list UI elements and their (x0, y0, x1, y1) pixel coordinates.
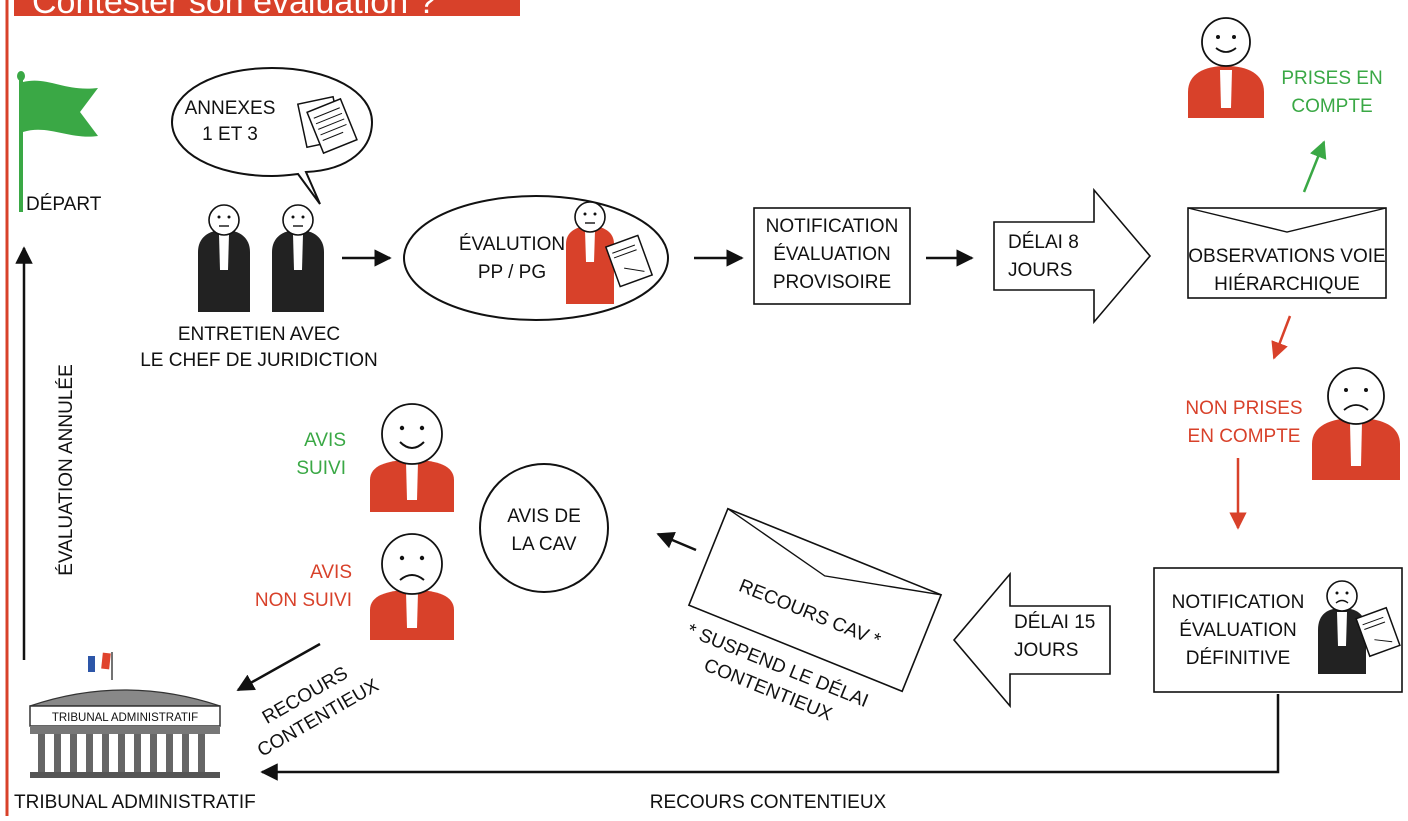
judge-icon (1188, 17, 1264, 118)
avis-non-suivi-line1: AVIS (310, 562, 352, 583)
non-prises-line2: EN COMPTE (1188, 426, 1301, 447)
observations-line2: HIÉRARCHIQUE (1214, 274, 1360, 295)
tribunal-label: TRIBUNAL ADMINISTRATIF (14, 792, 256, 813)
prises-line2: COMPTE (1291, 96, 1372, 117)
judge-icon (370, 533, 454, 640)
arrow-recours-to-avis (656, 532, 697, 552)
delai-15-arrow (952, 571, 1111, 709)
page-title: Contester son évaluation ? (32, 0, 436, 16)
evaluation-line2: PP / PG (478, 262, 546, 283)
avis-cav-line1: AVIS DE (507, 506, 581, 527)
annexes-line2: 1 ET 3 (202, 124, 258, 145)
arrow-to-prises (1302, 140, 1327, 193)
delai15-line2: JOURS (1014, 640, 1078, 661)
annexes-line1: ANNEXES (185, 98, 276, 119)
avis-cav-circle (479, 463, 609, 593)
evaluation-annulee-label: ÉVALUATION ANNULÉE (56, 364, 77, 576)
judge-icon (1312, 367, 1400, 480)
documents-icon (1355, 606, 1401, 658)
avis-cav-line2: LA CAV (511, 534, 576, 555)
notif-provisoire-line1: NOTIFICATION (766, 216, 899, 237)
delai15-line1: DÉLAI 15 (1014, 612, 1095, 633)
notif-provisoire-line3: PROVISOIRE (773, 272, 891, 293)
notif-definitive-line2: ÉVALUATION (1179, 620, 1297, 641)
courthouse-icon: TRIBUNAL ADMINISTRATIF (29, 689, 221, 778)
judge-icon (566, 201, 614, 304)
arrow-to-non-prises (1271, 315, 1292, 360)
notification-provisoire-box (753, 207, 911, 305)
non-prises-line1: NON PRISES (1185, 398, 1302, 419)
title-banner: Contester son évaluation ? (14, 0, 520, 16)
tribunal-sign-text: TRIBUNAL ADMINISTRATIF (52, 712, 198, 724)
notif-definitive-line1: NOTIFICATION (1172, 592, 1305, 613)
delai-8-arrow (993, 187, 1152, 325)
judge-icon (272, 204, 324, 312)
notif-provisoire-line2: ÉVALUATION (773, 244, 891, 265)
flag-icon (17, 71, 98, 212)
prises-line1: PRISES EN (1281, 68, 1382, 89)
observations-line1: OBSERVATIONS VOIE (1188, 246, 1385, 267)
avis-suivi-line1: AVIS (304, 430, 346, 451)
avis-non-suivi-line2: NON SUIVI (255, 590, 352, 611)
recours-bottom-label: RECOURS CONTENTIEUX (650, 792, 887, 813)
judge-icon (198, 204, 250, 312)
notif-definitive-line3: DÉFINITIVE (1186, 648, 1291, 669)
envelope-icon: RECOURS CAV * (687, 507, 943, 693)
judge-icon (370, 403, 454, 512)
arrow-to-tribunal-diagonal (236, 642, 321, 692)
depart-label: DÉPART (26, 194, 102, 215)
entretien-line2: LE CHEF DE JURIDICTION (140, 350, 378, 371)
entretien-line1: ENTRETIEN AVEC (178, 324, 340, 345)
delai8-line2: JOURS (1008, 260, 1072, 281)
judge-icon (1318, 580, 1366, 674)
delai8-line1: DÉLAI 8 (1008, 232, 1079, 253)
evaluation-line1: ÉVALUTION (459, 234, 565, 255)
arrow-bottom-recours (260, 694, 1280, 781)
documents-icon (604, 234, 654, 288)
french-flag-icon (88, 652, 113, 680)
documents-icon (296, 95, 358, 155)
envelope-icon (1187, 207, 1387, 299)
avis-suivi-line2: SUIVI (296, 458, 346, 479)
